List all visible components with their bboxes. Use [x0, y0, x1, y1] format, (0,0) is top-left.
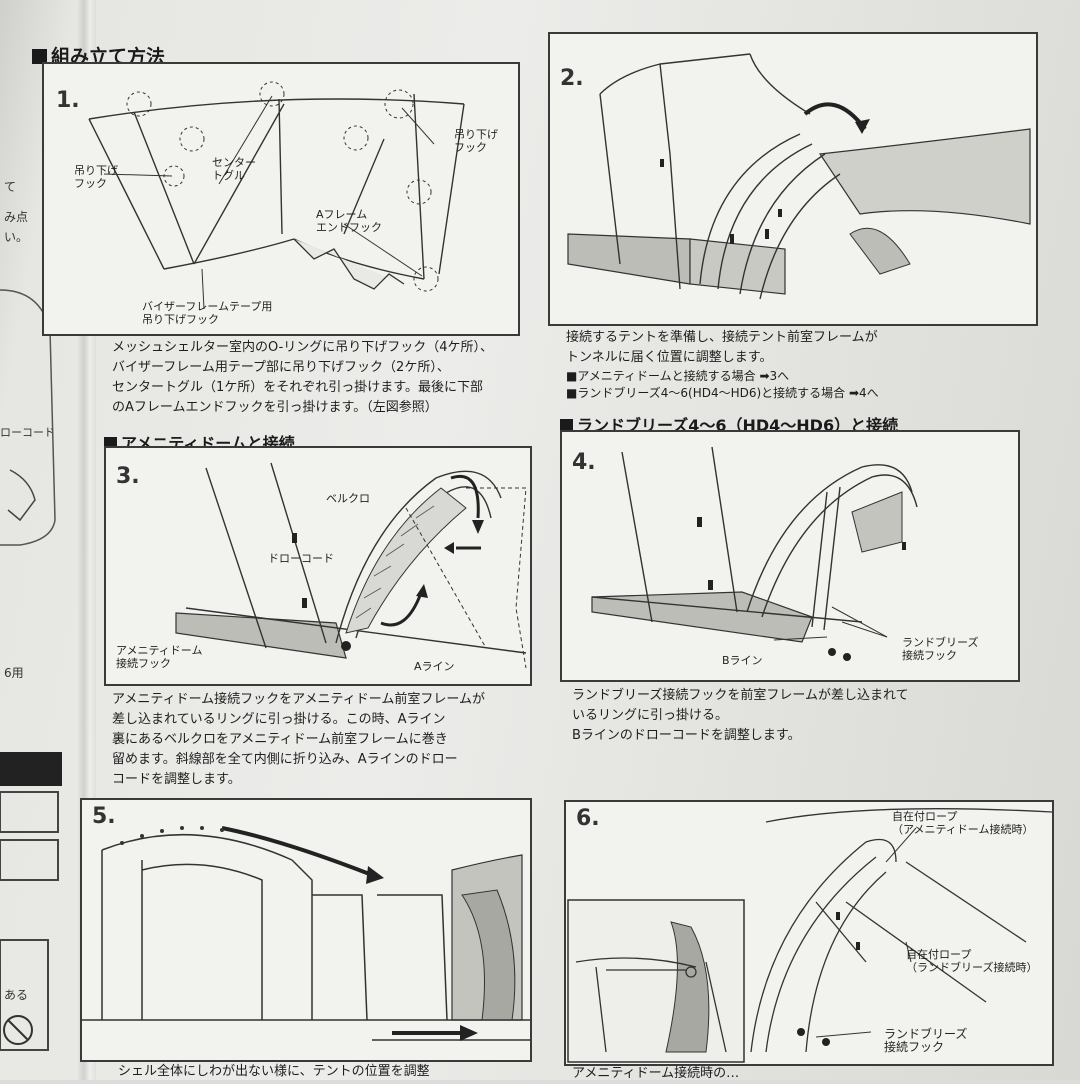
step-6-illustration — [567, 808, 1052, 1063]
fragment-text: ローコード — [0, 426, 55, 439]
caption-line: 留めます。斜線部を全て内側に折り込み、Aラインのドロー — [112, 752, 458, 767]
fragment-text: い。 — [4, 230, 29, 244]
step-number: 3. — [116, 464, 140, 489]
caption-line: 差し込まれているリングに引っ掛ける。この時、Aライン — [112, 712, 446, 727]
fragment-text: み点 — [4, 210, 29, 224]
step-1-illustration — [88, 81, 465, 310]
step-4-illustration — [591, 446, 918, 661]
step-4-diagram: 4. Bライン ランドブリーズ 接続フック — [560, 430, 1020, 682]
step-2-diagram: 2. — [548, 32, 1038, 326]
label-rope-land-breeze: 自在付ロープ （ランドブリーズ接続時） — [906, 948, 1038, 974]
label-hanging-hook-left: 吊り下げ フック — [74, 164, 118, 190]
caption-line: いるリングに引っ掛ける。 — [572, 708, 729, 723]
caption-line: トンネルに届く位置に調整します。 — [566, 350, 773, 365]
step-number: 6. — [576, 806, 600, 831]
adjacent-page-drawings — [0, 289, 62, 1051]
step-3-caption: アメニティドーム接続フックをアメニティドーム前室フレームが 差し込まれているリン… — [112, 690, 532, 790]
caption-line: ランドブリーズ接続フックを前室フレームが差し込まれて — [572, 688, 909, 703]
step-3-diagram: 3. ベルクロ ドローコード アメニティドーム 接続フック Aライン — [104, 446, 532, 686]
step-number: 1. — [56, 88, 80, 113]
caption-line: 裏にあるベルクロをアメニティドーム前室フレームに巻き — [112, 732, 448, 747]
label-rope-amenity: 自在付ロープ （アメニティドーム接続時） — [892, 810, 1034, 836]
label-draw-cord: ドローコード — [268, 552, 334, 565]
step-5-caption: シェル全体にしわが出ない様に、テントの位置を調整 — [118, 1062, 538, 1082]
label-a-frame-end-hook: Aフレーム エンドフック — [316, 208, 382, 234]
step-4-caption: ランドブリーズ接続フックを前室フレームが差し込まれて いるリングに引っ掛ける。 … — [572, 686, 1032, 746]
step-1-caption: メッシュシェルター室内のO-リングに吊り下げフック（4ケ所）、 バイザーフレーム… — [112, 338, 532, 418]
caption-line: バイザーフレーム用テープ部に吊り下げフック（2ケ所）、 — [112, 360, 450, 375]
fragment-text: ある — [4, 988, 29, 1002]
step-number: 4. — [572, 450, 596, 475]
step-number: 5. — [92, 804, 116, 829]
caption-line: ■ランドブリーズ4〜6(HD4〜HD6)と接続する場合 ➡4へ — [566, 386, 879, 400]
label-center-toggle: センター トグル — [212, 156, 256, 182]
caption-line: アメニティドーム接続時の… — [572, 1066, 740, 1081]
label-land-breeze-hook: ランドブリーズ 接続フック — [884, 1027, 968, 1054]
label-b-line: Bライン — [722, 654, 763, 667]
step-6-caption: アメニティドーム接続時の… — [572, 1064, 1032, 1084]
step-5-diagram: 5. — [80, 798, 532, 1062]
caption-line: メッシュシェルター室内のO-リングに吊り下げフック（4ケ所）、 — [112, 340, 494, 355]
step-number: 2. — [560, 66, 584, 91]
label-hanging-hook-right: 吊り下げ フック — [454, 128, 498, 154]
step-3-illustration — [175, 462, 527, 669]
step-6-diagram: 6. 自在付ロープ （アメニティドーム接続時） 自在付ロープ （ランドブリーズ接… — [564, 800, 1054, 1066]
label-land-breeze-hook: ランドブリーズ 接続フック — [902, 636, 979, 662]
step-2-caption: 接続するテントを準備し、接続テント前室フレームが トンネルに届く位置に調整します… — [566, 328, 1046, 402]
fragment-text: て — [4, 180, 17, 194]
label-amenity-hook: アメニティドーム 接続フック — [116, 644, 203, 670]
step-1-diagram: 1. 吊り下げ フック センター トグル 吊り下げ フック Aフレーム エンドフ… — [42, 62, 520, 336]
caption-line: センタートグル（1ケ所）をそれぞれ引っ掛けます。最後に下部 — [112, 380, 483, 395]
step-5-illustration — [82, 826, 530, 1041]
caption-line: ■アメニティドームと接続する場合 ➡3へ — [566, 369, 790, 383]
caption-line: アメニティドーム接続フックをアメニティドーム前室フレームが — [112, 692, 485, 707]
label-visor-hook: バイザーフレームテープ用 吊り下げフック — [142, 300, 273, 326]
adjacent-page-strip: て み点 い。 ローコード 6用 ある — [0, 0, 80, 1080]
caption-line: 接続するテントを準備し、接続テント前室フレームが — [566, 330, 878, 345]
step-2-illustration — [567, 53, 1031, 300]
label-velcro: ベルクロ — [326, 492, 370, 505]
caption-line: Bラインのドローコードを調整します。 — [572, 728, 801, 743]
label-a-line: Aライン — [414, 660, 455, 673]
caption-line: のAフレームエンドフックを引っ掛けます。（左図参照） — [112, 400, 438, 415]
caption-line: コードを調整します。 — [112, 772, 241, 787]
caption-line: シェル全体にしわが出ない様に、テントの位置を調整 — [118, 1064, 430, 1079]
fragment-text: 6用 — [4, 666, 24, 680]
